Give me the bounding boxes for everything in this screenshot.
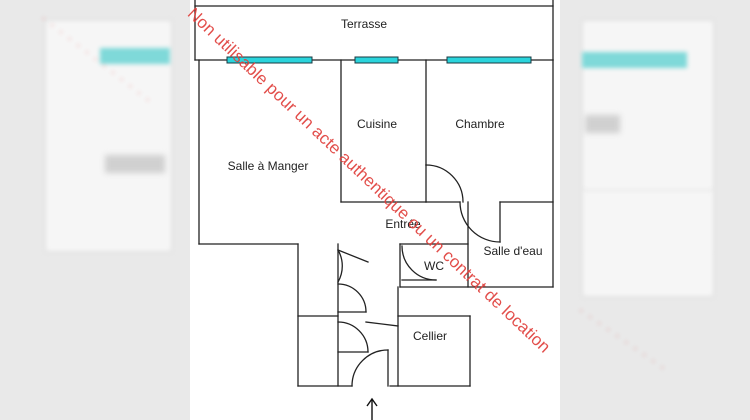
left-background-panel: · · · · · · · · · · · · · [0,0,190,420]
entrance-arrow [366,397,378,420]
label-chambre: Chambre [455,117,505,131]
right-blurred-bar [582,52,687,68]
label-salle-a-manger: Salle à Manger [228,159,309,173]
window-kitchen [354,56,399,64]
label-entree: Entrée [385,217,421,231]
label-wc: WC [424,259,444,273]
floor-plan-drawing: Terrasse Cuisine Chambre Salle à Manger … [194,0,554,420]
window-bedroom [446,56,532,64]
label-terrasse: Terrasse [341,17,387,31]
label-cellier: Cellier [413,329,447,343]
door-leaf-closet-1 [337,249,369,263]
floor-plan-panel: Terrasse Cuisine Chambre Salle à Manger … [190,0,560,420]
door-arc-bathroom [459,201,501,243]
door-arc-closet-2 [337,283,367,313]
door-arc-closet-1 [337,249,343,283]
right-blurred-line [585,115,620,133]
door-arc-closet-3 [337,321,369,353]
left-blurred-line [105,155,165,173]
label-cuisine: Cuisine [357,117,397,131]
window-dining [226,56,313,64]
left-blurred-bar [100,48,170,64]
label-salle-d-eau: Salle d'eau [483,244,542,258]
door-arc-entrance [351,349,389,387]
right-blurred-card-lower [582,190,714,297]
right-background-panel: · · · · · · · · · · [560,0,750,420]
right-blurred-watermark: · · · · · · · · · · [573,300,671,377]
door-arc-kitchen [425,164,464,203]
door-leaf-cellier [365,321,399,327]
